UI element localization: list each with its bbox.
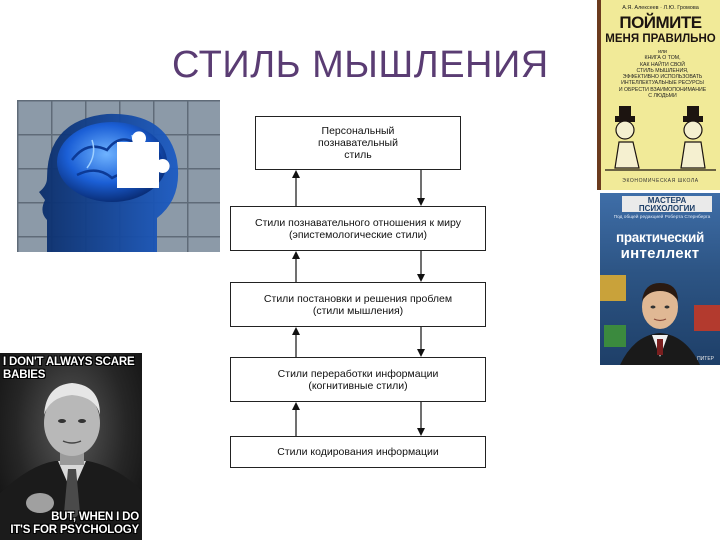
box-text-line: Стили постановки и решения проблем: [264, 293, 452, 305]
diagram-box-personal-style: Персональный познавательный стиль: [255, 116, 461, 170]
diagram-box-epistemological-styles: Стили познавательного отношения к миру (…: [230, 206, 486, 251]
box-text-line: Персональный: [322, 125, 395, 137]
book-cover-understand-me: А.Я. Алексеев · Л.Ю. Громова ПОЙМИТЕ МЕН…: [597, 0, 720, 190]
book-publisher: ЭКОНОМИЧЕСКАЯ ШКОЛА: [601, 178, 720, 184]
box-text-line: (стили мышления): [313, 305, 403, 317]
diagram-box-encoding-styles: Стили кодирования информации: [230, 436, 486, 468]
box-text-line: Стили кодирования информации: [277, 446, 439, 458]
diagram-box-thinking-styles: Стили постановки и решения проблем (стил…: [230, 282, 486, 327]
diagram-box-cognitive-styles: Стили переработки информации (когнитивны…: [230, 357, 486, 402]
book-subtitle: или КНИГА О ТОМ, КАК НАЙТИ СВОЙ СТИЛЬ МЫ…: [609, 49, 716, 99]
meme-bottom-text: BUT, WHEN I DO IT'S FOR PSYCHOLOGY: [9, 511, 139, 537]
box-text-line: (эпистемологические стили): [289, 229, 427, 241]
brain-puzzle-image: [17, 100, 220, 252]
meme-image: I DON'T ALWAYS SCARE BABIES BUT, WHEN I …: [0, 353, 142, 540]
box-text-line: Стили познавательного отношения к миру: [255, 217, 461, 229]
book-cover-practical-intelligence: МАСТЕРА ПСИХОЛОГИИ Под общей редакцией Р…: [600, 193, 720, 365]
book-title-line-2: интеллект: [600, 245, 720, 262]
book-title-line-2: МЕНЯ ПРАВИЛЬНО: [601, 33, 720, 45]
book-publisher: ПИТЕР: [697, 356, 714, 362]
box-text-line: познавательный: [318, 137, 398, 149]
box-text-line: стиль: [344, 149, 372, 161]
book-editor-line: Под общей редакцией Роберта Стернберга: [610, 215, 714, 220]
box-text-line: Стили переработки информации: [278, 368, 439, 380]
book-title-line-1: практический: [600, 230, 720, 245]
box-text-line: (когнитивные стили): [308, 380, 407, 392]
book-portrait-illustration: [600, 265, 720, 365]
meme-top-text: I DON'T ALWAYS SCARE BABIES: [3, 356, 142, 382]
book-title-line-1: ПОЙМИТЕ: [601, 14, 720, 31]
book-cartoon-illustration: [601, 106, 720, 176]
book-authors: А.Я. Алексеев · Л.Ю. Громова: [601, 5, 720, 11]
slide-title: СТИЛЬ МЫШЛЕНИЯ: [172, 44, 549, 87]
book-series: МАСТЕРА ПСИХОЛОГИИ: [622, 196, 712, 212]
